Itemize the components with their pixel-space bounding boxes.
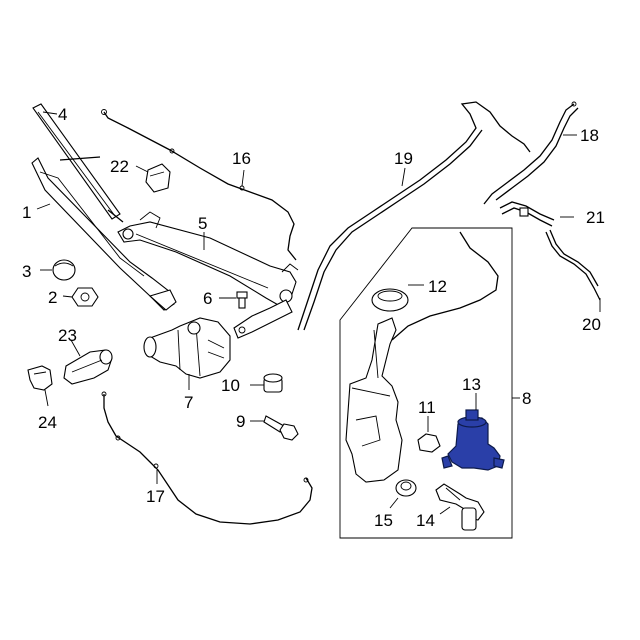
leader-24: [44, 389, 49, 407]
callout-9: 9: [236, 412, 245, 431]
group-8-outline: [339, 227, 513, 539]
part-1-wiper-arm[interactable]: [31, 157, 177, 311]
callout-22: 22: [110, 157, 129, 176]
part-2-nut[interactable]: [71, 287, 99, 307]
callout-2: 2: [48, 288, 57, 307]
part-3-cap[interactable]: [52, 259, 76, 281]
leader-1: [36, 203, 51, 210]
part-23-nozzle[interactable]: [63, 349, 113, 385]
callout-14: 14: [416, 511, 435, 530]
part-22-bracket[interactable]: [145, 163, 171, 193]
part-12-cap[interactable]: [371, 288, 409, 312]
part-14-connector[interactable]: [435, 483, 485, 531]
callout-5: 5: [198, 214, 207, 233]
part-10-grommet[interactable]: [263, 373, 283, 393]
part-13-washer-pump[interactable]: [441, 409, 505, 471]
leader-4: [42, 111, 58, 115]
callout-19: 19: [394, 149, 413, 168]
callout-4: 4: [58, 105, 67, 124]
part-17-hose[interactable]: [101, 391, 313, 525]
callout-10: 10: [221, 376, 240, 395]
callout-17: 17: [146, 487, 165, 506]
leader-23: [70, 339, 81, 357]
callout-18: 18: [580, 126, 599, 145]
part-5-linkage[interactable]: [117, 211, 299, 307]
callout-12: 12: [428, 277, 447, 296]
part-mount-bracket: [233, 299, 293, 339]
leader-22: [135, 165, 149, 173]
leader-16: [241, 169, 245, 187]
callout-7: 7: [184, 393, 193, 412]
part-7-wiper-motor[interactable]: [143, 317, 231, 379]
part-18-hose[interactable]: [483, 101, 579, 205]
reservoir-hose: [391, 231, 499, 341]
callout-6: 6: [203, 289, 212, 308]
leader-2: [62, 295, 73, 298]
part-8-washer-reservoir[interactable]: [345, 317, 403, 483]
part-20-hose[interactable]: [545, 229, 601, 301]
callout-23: 23: [58, 326, 77, 345]
callout-3: 3: [22, 262, 31, 281]
callout-13: 13: [462, 375, 481, 394]
leader-19: [401, 167, 406, 187]
callout-15: 15: [374, 511, 393, 530]
leader-15: [389, 497, 399, 509]
callout-8: 8: [522, 389, 531, 408]
part-4-wiper-blade[interactable]: [32, 103, 124, 223]
callout-24: 24: [38, 413, 57, 432]
part-24-clip[interactable]: [27, 365, 53, 391]
callout-21: 21: [586, 208, 605, 227]
part-11-plug[interactable]: [417, 433, 441, 453]
part-21-hose[interactable]: [499, 201, 555, 227]
callout-20: 20: [582, 315, 601, 334]
callout-1: 1: [22, 203, 31, 222]
callout-16: 16: [232, 149, 251, 168]
callout-11: 11: [418, 398, 436, 417]
part-9-screw[interactable]: [263, 415, 299, 441]
leader-14: [439, 506, 451, 515]
part-19-hose[interactable]: [297, 101, 531, 331]
part-6-bolt[interactable]: [236, 291, 248, 309]
part-15-grommet[interactable]: [395, 479, 417, 497]
